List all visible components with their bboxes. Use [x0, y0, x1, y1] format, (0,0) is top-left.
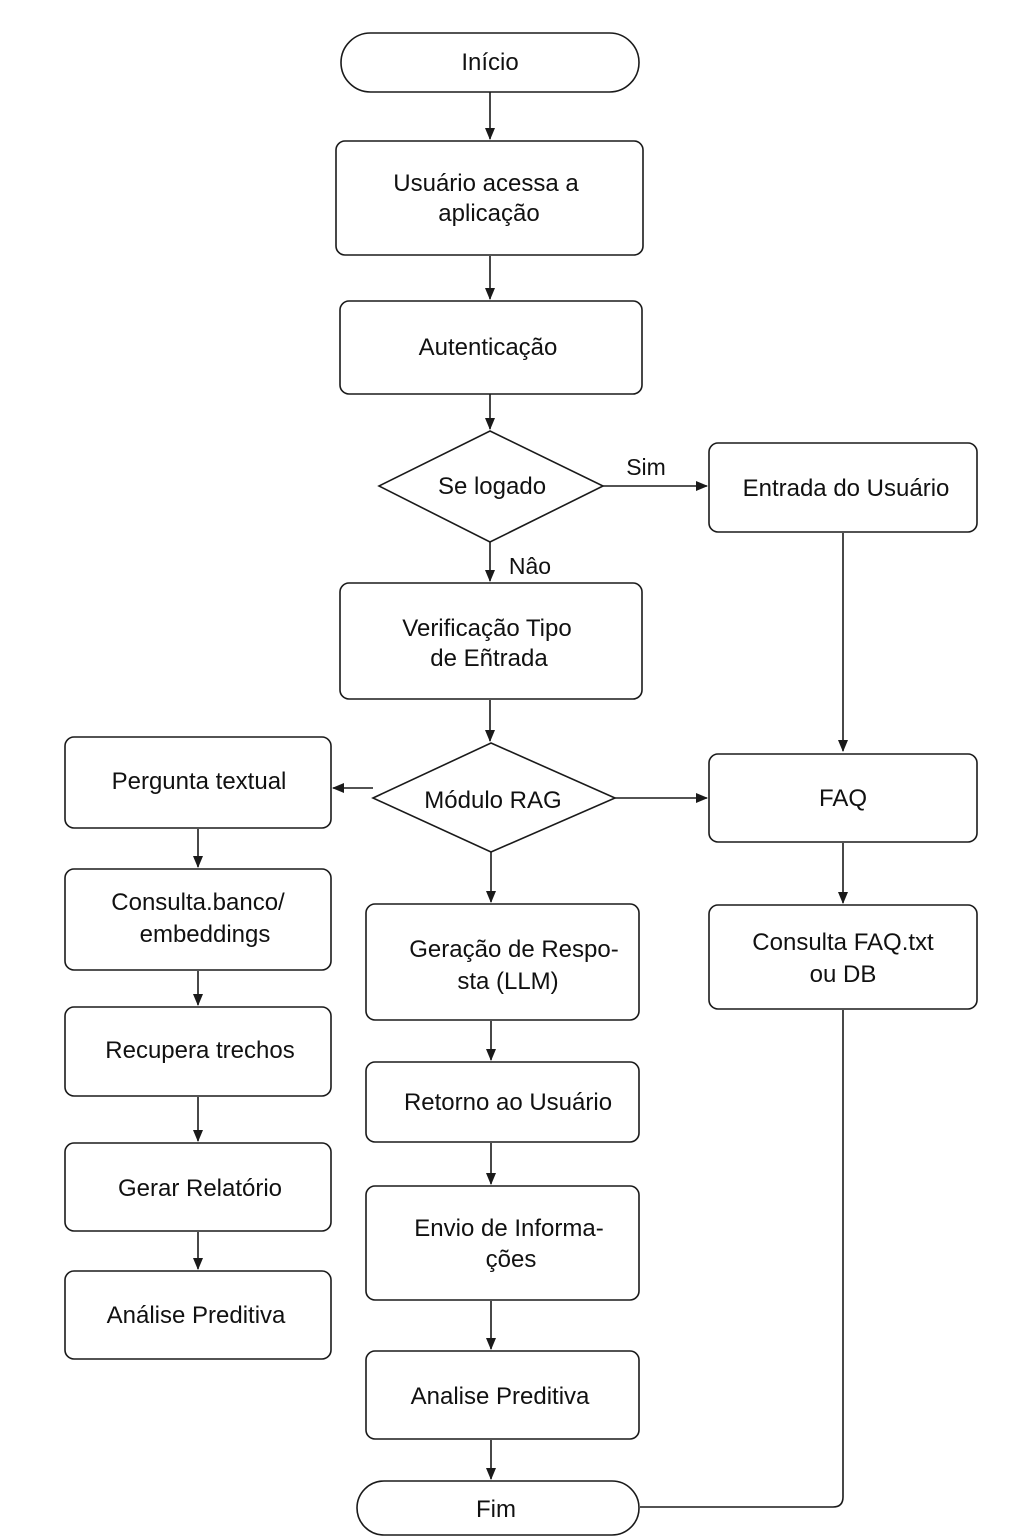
user-input-label: Entrada do Usuário [743, 475, 950, 502]
user-access-label-line1: Usuário acessa a [393, 170, 579, 197]
authentication-node: Autenticação [339, 300, 643, 395]
predictive-analysis-left-node: Análise Preditiva [64, 1270, 332, 1360]
yes-edge-label: Sim [626, 454, 666, 480]
edges [193, 92, 848, 1508]
faq-label: FAQ [819, 785, 867, 812]
response-generation-node: Geração de Respo- sta (LLM) [365, 903, 640, 1021]
faq-query-label-line1: Consulta FAQ.txt [752, 929, 934, 956]
end-node: Fim [356, 1480, 640, 1536]
db-embeddings-query-label-line1: Consulta.banco/ [111, 889, 285, 916]
predictive-analysis-left-label: Análise Preditiva [107, 1302, 286, 1329]
response-generation-label-line1: Geração de Respo- [409, 936, 618, 963]
text-question-label: Pergunta textual [112, 768, 287, 795]
predictive-analysis-center-label: Analise Preditiva [411, 1383, 590, 1410]
return-to-user-label: Retorno ao Usuário [404, 1089, 612, 1116]
faq-query-node: Consulta FAQ.txt ou DB [708, 904, 978, 1010]
db-embeddings-query-node: Consulta.banco/ embeddings [64, 868, 332, 971]
input-type-check-label-line2: de Eñtrada [430, 645, 548, 672]
predictive-analysis-center-node: Analise Preditiva [365, 1350, 640, 1440]
return-to-user-node: Retorno ao Usuário [365, 1061, 640, 1143]
rag-module-decision-label: Módulo RAG [424, 787, 561, 814]
authentication-label: Autenticação [419, 334, 558, 361]
end-node-label: Fim [476, 1496, 516, 1523]
send-information-node: Envio de Informa- ções [365, 1185, 640, 1301]
user-access-label-line2: aplicação [438, 200, 539, 227]
faq-node: FAQ [708, 753, 978, 843]
user-access-node: Usuário acessa a aplicação [335, 140, 644, 256]
start-node-label: Início [461, 49, 518, 76]
text-question-node: Pergunta textual [64, 736, 332, 829]
faq-query-label-line2: ou DB [810, 961, 877, 988]
edge-labels: Sim Nâo [509, 454, 666, 579]
input-type-check-label-line1: Verificação Tipo [402, 615, 571, 642]
no-edge-label: Nâo [509, 553, 551, 579]
generate-report-label: Gerar Relatório [118, 1175, 282, 1202]
retrieve-excerpts-node: Recupera trechos [64, 1006, 332, 1097]
send-information-label-line1: Envio de Informa- [414, 1215, 603, 1242]
input-type-check-node: Verificação Tipo de Eñtrada [339, 582, 643, 700]
user-input-node: Entrada do Usuário [708, 442, 978, 533]
send-information-label-line2: ções [486, 1246, 537, 1273]
logged-in-decision-label: Se logado [438, 473, 546, 500]
retrieve-excerpts-label: Recupera trechos [105, 1037, 294, 1064]
db-embeddings-query-label-line2: embeddings [140, 921, 271, 948]
nodes: Início Usuário acessa a aplicação Autent… [64, 32, 978, 1536]
edge-consultafaq-fim [640, 1010, 844, 1508]
generate-report-node: Gerar Relatório [64, 1142, 332, 1232]
rag-module-decision: Módulo RAG [371, 742, 617, 853]
response-generation-label-line2: sta (LLM) [457, 968, 558, 995]
start-node: Início [340, 32, 640, 93]
logged-in-decision: Se logado [377, 430, 605, 543]
